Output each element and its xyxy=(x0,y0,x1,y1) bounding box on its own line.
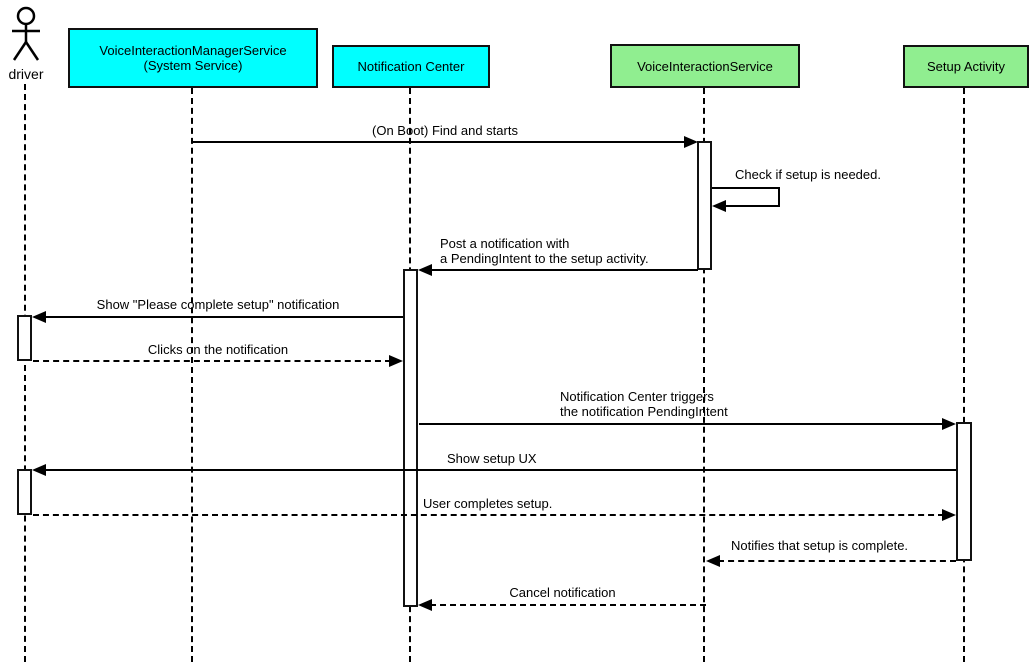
lifeline-voice-interaction-manager-service xyxy=(191,88,193,662)
message-line xyxy=(430,604,706,606)
self-message-return-line xyxy=(726,205,780,207)
lifeline-driver xyxy=(24,84,26,662)
message-label: Notification Center triggers the notific… xyxy=(560,389,728,419)
participant-notification-center: Notification Center xyxy=(332,45,490,88)
message-line xyxy=(193,141,685,143)
arrowhead-right-icon xyxy=(942,509,956,521)
message-line xyxy=(44,469,956,471)
arrowhead-right-icon xyxy=(684,136,698,148)
message-label: Cancel notification xyxy=(509,585,616,600)
activation-driver-1 xyxy=(17,315,32,361)
arrowhead-left-icon xyxy=(418,264,432,276)
message-label: Show "Please complete setup" notificatio… xyxy=(96,297,340,312)
participant-voice-interaction-service: VoiceInteractionService xyxy=(610,44,800,88)
actor-driver-icon xyxy=(12,6,40,61)
message-line xyxy=(33,360,391,362)
self-message-out-line xyxy=(712,187,780,189)
message-label: Post a notification with a PendingIntent… xyxy=(440,236,649,266)
activation-setup-activity xyxy=(956,422,972,561)
participant-voice-interaction-manager-service: VoiceInteractionManagerService (System S… xyxy=(68,28,318,88)
actor-driver-label: driver xyxy=(8,66,44,82)
arrowhead-right-icon xyxy=(389,355,403,367)
message-label: Check if setup is needed. xyxy=(735,167,881,182)
lifeline-voice-interaction-service xyxy=(703,88,705,662)
self-message-vertical-line xyxy=(778,187,780,207)
actor-driver xyxy=(6,4,46,66)
arrowhead-left-icon xyxy=(706,555,720,567)
activation-notification-center xyxy=(403,269,418,607)
arrowhead-left-icon xyxy=(712,200,726,212)
message-label: (On Boot) Find and starts xyxy=(372,123,518,138)
message-label: Clicks on the notification xyxy=(147,342,289,357)
lifeline-setup-activity xyxy=(963,88,965,662)
activation-voice-interaction-service xyxy=(697,141,712,270)
message-line xyxy=(718,560,956,562)
message-label: Show setup UX xyxy=(447,451,537,466)
activation-driver-2 xyxy=(17,469,32,515)
message-line xyxy=(44,316,403,318)
participant-setup-activity: Setup Activity xyxy=(903,45,1029,88)
arrowhead-left-icon xyxy=(418,599,432,611)
arrowhead-left-icon xyxy=(32,311,46,323)
arrowhead-left-icon xyxy=(32,464,46,476)
message-line xyxy=(430,269,698,271)
message-label: User completes setup. xyxy=(423,496,553,511)
message-line xyxy=(33,514,944,516)
message-label: Notifies that setup is complete. xyxy=(731,538,909,553)
arrowhead-right-icon xyxy=(942,418,956,430)
message-line xyxy=(419,423,944,425)
